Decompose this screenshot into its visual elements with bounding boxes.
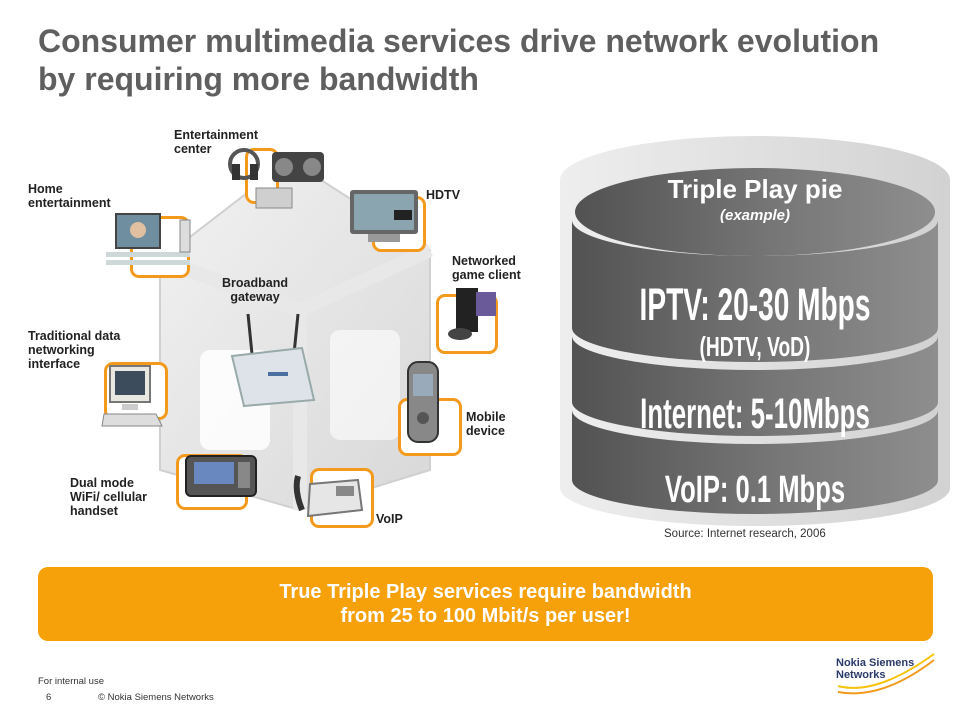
router-icon [230,313,316,408]
home-theater-icon [106,213,191,265]
mobile-device-label: Mobile device [466,410,506,438]
dual-mode-label: Dual mode WiFi/ cellular handset [70,476,147,518]
pie-subtitle: (example) [720,207,790,224]
layer-iptv: IPTV: 20-30 Mbps [640,279,871,329]
game-console-icon [448,288,496,340]
bandwidth-banner: True Triple Play services require bandwi… [38,567,933,641]
slide-title: Consumer multimedia services drive netwo… [38,23,880,97]
pie-title: Triple Play pie [668,174,843,204]
communicator-phone-icon [185,455,257,497]
logo-line-1: Nokia Siemens [836,657,914,669]
voip-phone-icon [293,475,364,518]
banner-line-2: from 25 to 100 Mbit/s per user! [340,605,631,627]
nokia-siemens-logo: Nokia Siemens Networks [836,653,935,695]
layer-iptv-sub: (HDTV, VoD) [700,332,811,363]
copyright: © Nokia Siemens Networks [98,692,214,703]
hdtv-icon [350,190,418,242]
layer-internet: Internet: 5-10Mbps [640,391,870,438]
desktop-computer-icon [101,365,163,427]
stereo-icon [228,148,324,209]
page-number: 6 [46,692,52,703]
banner-line-1: True Triple Play services require bandwi… [279,581,692,603]
entertainment-center-label: Entertainment center [174,128,259,156]
source-note: Source: Internet research, 2006 [664,528,826,540]
traditional-data-label: Traditional data networking interface [28,329,121,371]
logo-line-2: Networks [836,669,886,681]
broadband-gateway-label: Broadband gateway [222,276,288,304]
hdtv-label: HDTV [426,188,461,202]
mobile-phone-icon [407,361,439,443]
internal-use-note: For internal use [38,676,105,687]
voip-label: VoIP [376,512,403,526]
layer-voip: VoIP: 0.1 Mbps [665,467,845,511]
home-entertainment-label: Home entertainment [28,182,111,210]
triple-play-pie-stack: Triple Play pie (example) IPTV: 20-30 Mb… [560,136,950,526]
game-client-label: Networked game client [452,254,521,282]
